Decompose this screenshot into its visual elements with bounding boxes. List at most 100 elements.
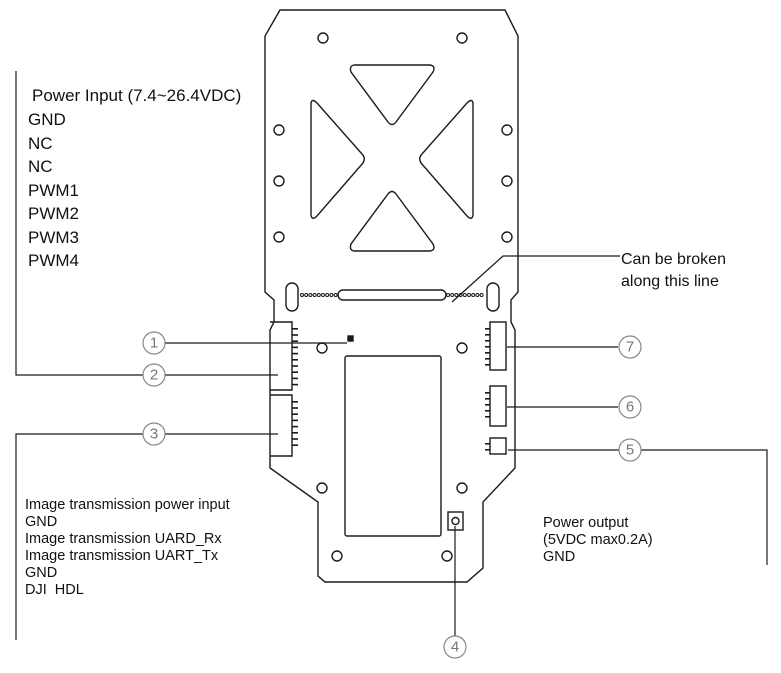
perforation-dot: [475, 293, 480, 297]
connector-pin: [292, 419, 298, 422]
perforation-dot: [325, 293, 330, 297]
perforation-dot: [467, 293, 471, 297]
connector-pin: [292, 365, 298, 367]
callout-2-label: 2: [150, 367, 158, 384]
connector-pin: [485, 352, 490, 354]
cutout-top: [349, 64, 435, 126]
connector-pin: [292, 438, 298, 440]
break-note-line: Can be broken: [621, 251, 726, 268]
pin-label: GND: [28, 110, 66, 129]
callout-2-circle: [142, 363, 166, 387]
leader-power-output: [508, 449, 768, 565]
perforation-dot: [479, 293, 484, 297]
connector-pin: [485, 392, 490, 394]
break-slot-right: [486, 282, 500, 312]
connector-pin: [292, 401, 298, 403]
connector-pin: [485, 358, 490, 360]
connector-pin: [485, 328, 490, 330]
pin-label: NC: [28, 157, 53, 176]
power-output-list: Power output (5VDC max0.2A) GND: [543, 515, 653, 566]
leader-image-transmission: [15, 433, 278, 640]
callout-4-circle: [443, 635, 467, 659]
connector-pin: [292, 383, 298, 386]
connector-pin: [485, 340, 490, 342]
leader-break-line: [451, 255, 620, 303]
callout-6-circle: [618, 395, 642, 419]
image-transmission-line: DJI HDL: [25, 582, 84, 598]
perforation-dot: [321, 293, 325, 297]
perforation-dot: [304, 293, 309, 297]
perforation-dot: [450, 293, 455, 297]
connector-left-lower: [270, 394, 293, 457]
connector-pin: [292, 334, 298, 336]
perforation-dot: [329, 293, 334, 297]
mounting-holes: [273, 32, 513, 562]
callout-5-circle: [618, 438, 642, 462]
connector-pin: [485, 334, 490, 336]
perforation-dot: [462, 293, 467, 297]
cutout-bottom: [349, 190, 435, 252]
connector-pin: [292, 328, 298, 330]
break-perforation: [300, 293, 484, 297]
led-component: [347, 335, 354, 342]
pin-label: NC: [28, 133, 53, 153]
image-transmission-line: GND: [25, 565, 58, 581]
connector-pin: [485, 449, 490, 451]
image-transmission-line: GND: [25, 514, 58, 530]
image-transmission-line: Image transmission power input: [25, 497, 230, 513]
connector-pin: [292, 346, 298, 349]
callout-1-label: 1: [150, 335, 158, 352]
cutout-left: [310, 99, 365, 219]
break-slot-left: [285, 282, 299, 312]
pin-label: PWM1: [28, 180, 79, 200]
pin-label: PWM2: [28, 204, 79, 223]
connector-pin: [292, 425, 298, 428]
callout-7-circle: [618, 335, 642, 359]
connector-pin: [292, 359, 298, 361]
power-output-line: Power output: [543, 515, 629, 531]
connector-pin: [485, 416, 490, 418]
connector-pin: [292, 371, 298, 373]
connector-pin: [292, 444, 298, 446]
connector-pin: [292, 377, 298, 380]
connector-right-7: [489, 321, 507, 371]
break-note: Can be broken along this line: [621, 249, 726, 293]
power-output-line: (5VDC max0.2A): [543, 532, 653, 548]
perforation-dot: [308, 293, 313, 297]
connector-pin: [292, 413, 298, 415]
connector-pins: [292, 328, 490, 451]
callout-1-circle: [142, 331, 166, 355]
perforation-dot: [312, 293, 317, 297]
main-chip: [344, 355, 442, 537]
connector-pin: [485, 398, 490, 400]
board-outline: [264, 9, 519, 583]
connector-pin: [485, 346, 490, 348]
leader-power-input: [15, 71, 278, 376]
connector-pin: [485, 404, 490, 406]
callout-3-circle: [142, 422, 166, 446]
image-transmission-line: Image transmission UART_Tx: [25, 548, 219, 564]
image-transmission-line: Image transmission UARD_Rx: [25, 531, 222, 547]
connector-pin: [292, 352, 298, 355]
callout-6-label: 6: [626, 399, 634, 416]
pin-label: PWM3: [28, 227, 79, 247]
connector-right-5: [489, 437, 507, 455]
connector-pin: [485, 364, 490, 366]
pin-label: PWM4: [28, 251, 79, 270]
connector-pin: [292, 340, 298, 342]
perforation-dot: [446, 293, 450, 297]
power-input-pin-list: GND NC NC PWM1 PWM2 PWM3 PWM4: [28, 108, 79, 273]
connector-right-6: [489, 385, 507, 427]
connector-pin: [292, 407, 298, 409]
perforation-dot: [333, 293, 338, 297]
callout-5-label: 5: [626, 442, 634, 459]
callout-3-label: 3: [150, 426, 158, 443]
connector-left-upper: [270, 321, 293, 391]
perforation-dot: [454, 293, 459, 297]
connector-pin: [485, 443, 490, 445]
perforation-dot: [300, 293, 304, 297]
perforation-dot: [316, 293, 321, 297]
connector-pin: [292, 432, 298, 434]
image-transmission-list: Image transmission power input GND Image…: [25, 497, 230, 599]
